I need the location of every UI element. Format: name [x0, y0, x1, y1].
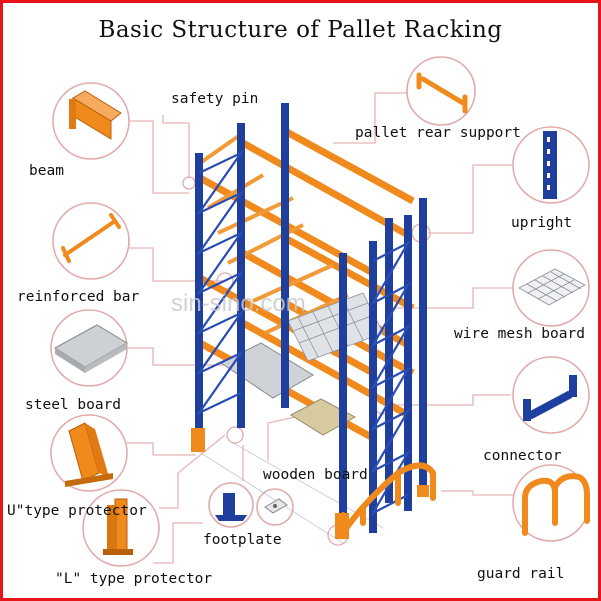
beam-part: [69, 90, 122, 140]
l-type-protector-part: [103, 498, 133, 555]
footplate-part: [215, 493, 247, 521]
connector-circle: [512, 356, 590, 434]
diagram-title: Basic Structure of Pallet Racking: [98, 17, 503, 43]
connector-part: [523, 375, 577, 421]
footplate-detail-part: [264, 498, 288, 514]
label-u-type-protector: U"type protector: [7, 503, 147, 519]
label-pallet-rear-support: pallet rear support: [355, 125, 521, 141]
label-guard-rail: guard rail: [477, 566, 565, 582]
rack-guard-rail: [340, 462, 436, 536]
label-footplate: footplate: [203, 532, 282, 548]
label-safety-pin: safety pin: [171, 91, 259, 107]
steel-board-part: [54, 324, 128, 373]
label-connector: connector: [483, 448, 562, 464]
label-wooden-board: wooden board: [263, 467, 368, 483]
label-reinforced-bar: reinforced bar: [17, 289, 140, 305]
label-beam: beam: [29, 163, 64, 179]
watermark: sin-sino.com: [171, 290, 306, 317]
reinforced-bar-circle: [52, 202, 130, 280]
reinforced-bar-part: [61, 213, 121, 263]
pallet-rear-support-part: [416, 72, 468, 114]
label-upright: upright: [511, 215, 573, 231]
racking-illustration: [50, 56, 590, 567]
guard-rail-part: [522, 473, 590, 536]
label-wire-mesh-board: wire mesh board: [454, 326, 585, 342]
u-type-protector-part: [65, 422, 113, 487]
rack-uprights: [195, 103, 427, 538]
upright-part: [543, 131, 557, 199]
label-l-type-protector: "L" type protector: [55, 571, 213, 587]
label-steel-board: steel board: [25, 397, 122, 413]
wire-mesh-board-part: [518, 268, 586, 306]
